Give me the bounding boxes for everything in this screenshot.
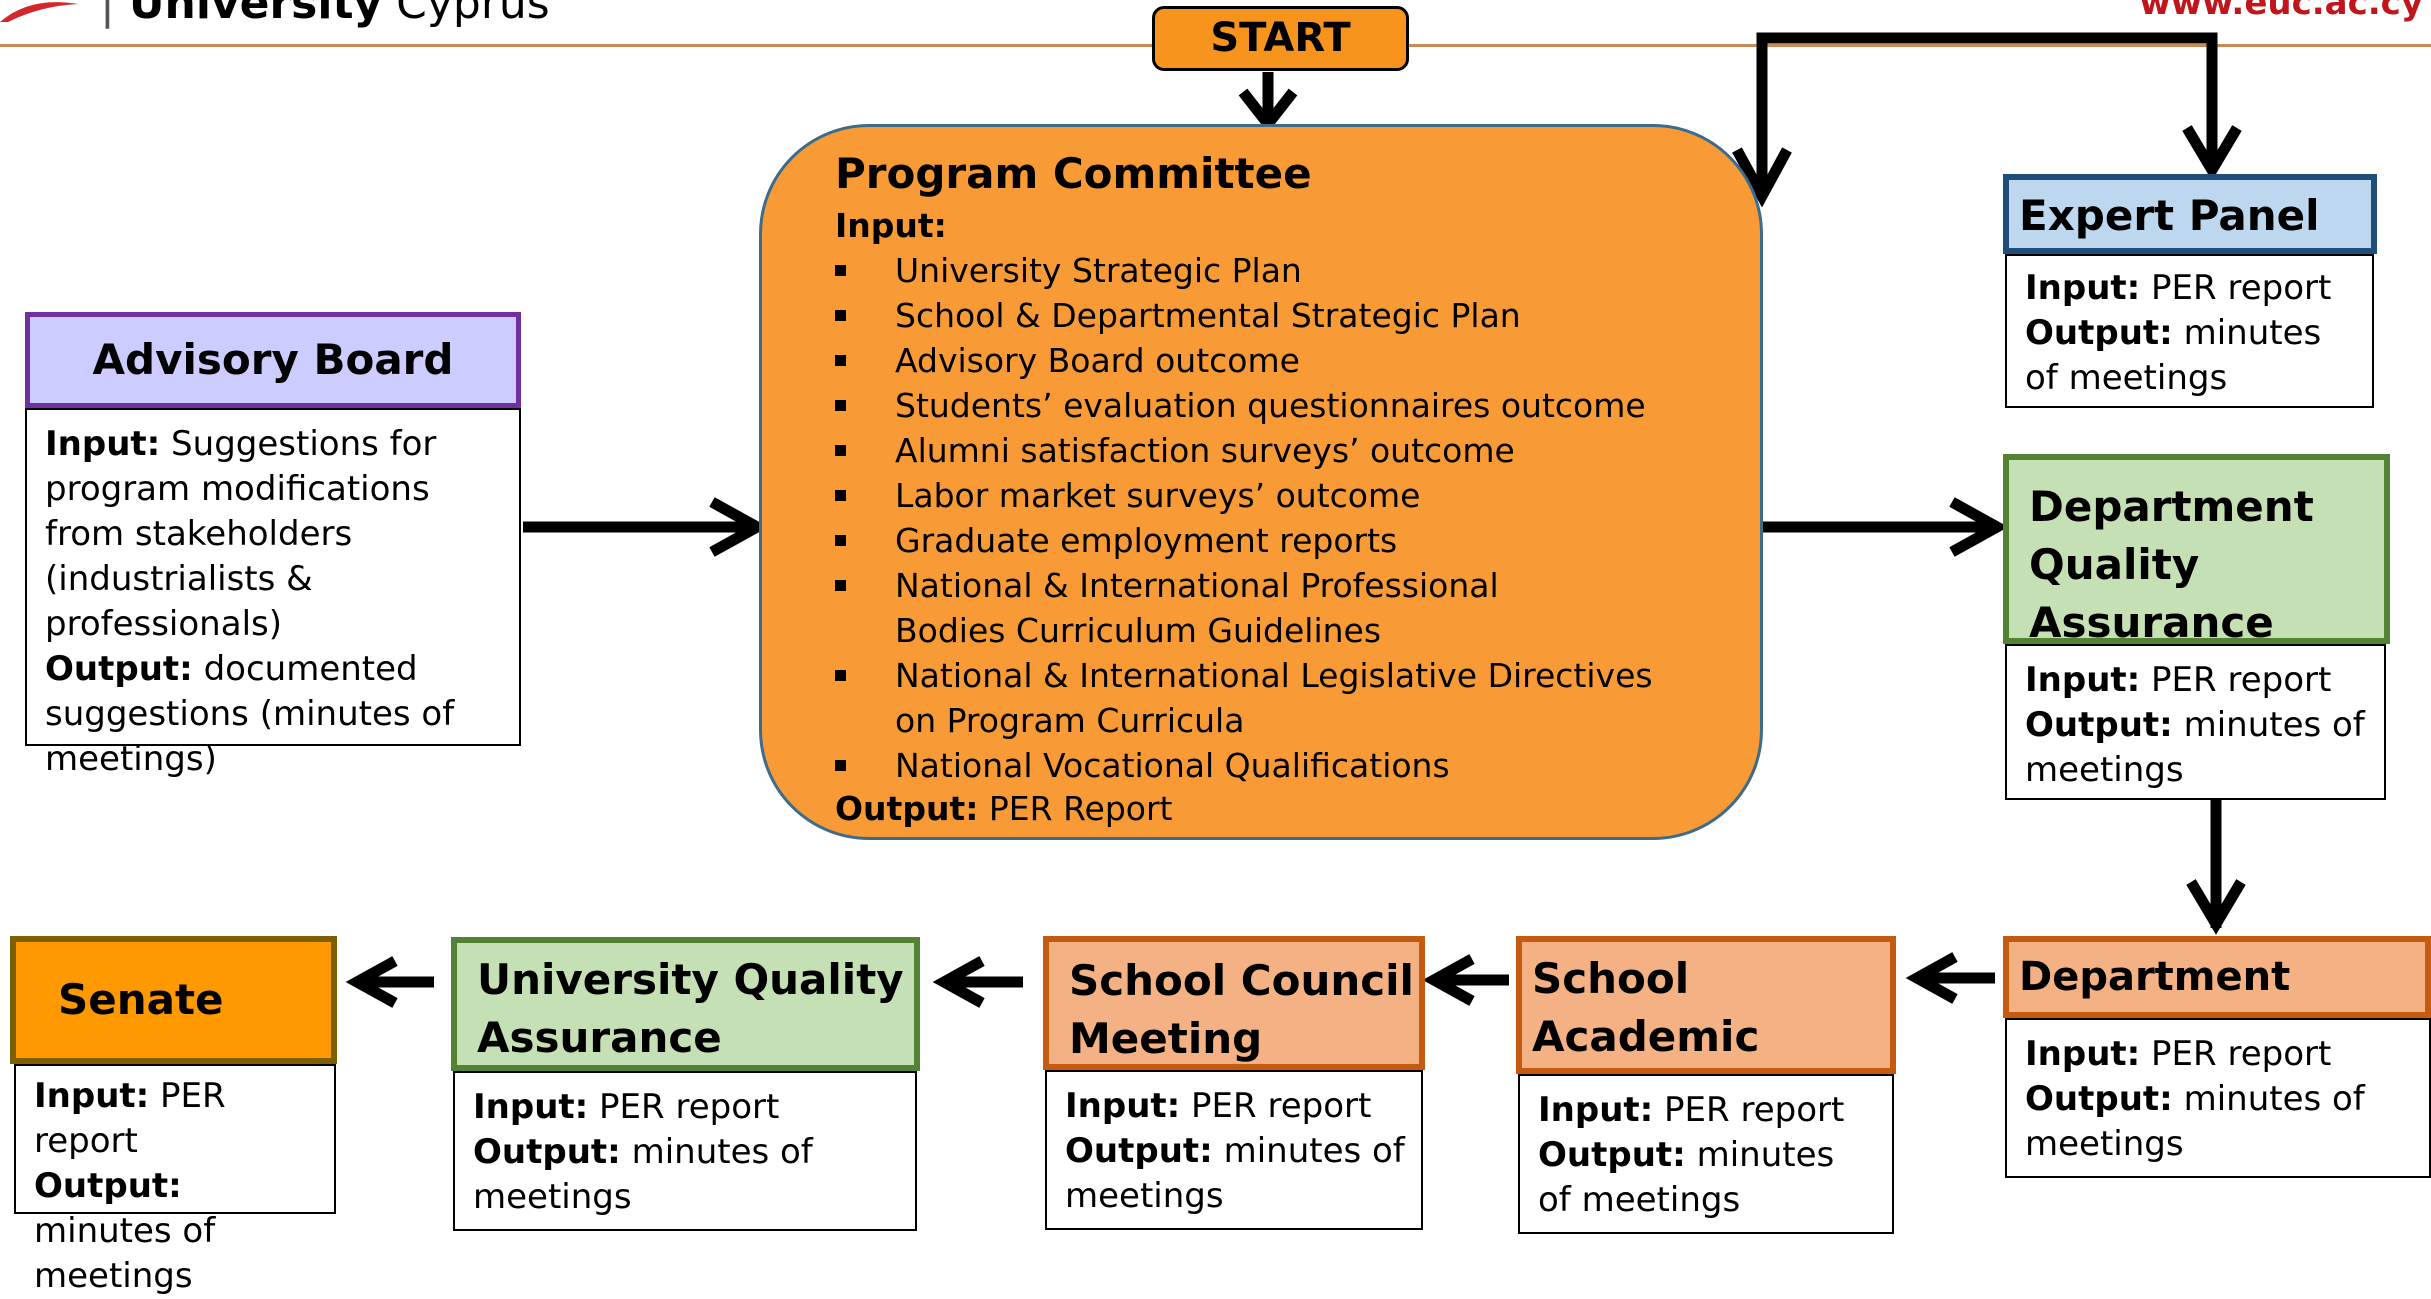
output-label: Output: xyxy=(2025,1079,2173,1119)
arrow-program-to-dqac-head xyxy=(1949,497,2009,557)
input-value: Suggestions for program modifications fr… xyxy=(45,424,437,644)
arrow-expert-loop-head-left xyxy=(1732,147,1792,208)
output-value: documented suggestions (minutes of meeti… xyxy=(45,649,455,779)
list-item: National Vocational Qualifications xyxy=(835,743,1655,788)
list-item: National & International Professional Bo… xyxy=(835,563,1615,653)
output-label: Output: xyxy=(2025,705,2173,745)
program-committee-title: Program Committee xyxy=(835,149,1312,198)
university-name: | University Cyprus xyxy=(100,0,550,26)
school-academic-committee-title: School Academic Committee xyxy=(1516,936,1896,1119)
output-label: Output: xyxy=(473,1132,621,1172)
arrow-dc-to-sac-head xyxy=(1905,952,1958,1004)
output-label: Output: xyxy=(45,649,193,689)
list-item: Graduate employment reports xyxy=(835,518,1655,563)
input-label: Input: xyxy=(34,1076,150,1116)
school-council-meeting-details: Input: PER report Output: minutes of mee… xyxy=(1045,1070,1423,1230)
university-qa-committee-details: Input: PER report Output: minutes of mee… xyxy=(453,1071,917,1231)
output-label: Output: xyxy=(34,1166,182,1206)
website-link[interactable]: www.euc.ac.cy xyxy=(2139,0,2423,23)
input-value: PER report xyxy=(588,1087,780,1127)
output-value: minutes of meetings xyxy=(1538,1135,1835,1220)
output-value: minutes of meetings xyxy=(2025,1079,2365,1164)
output-label: Output: xyxy=(1065,1131,1213,1171)
input-value: PER report xyxy=(2140,1034,2332,1074)
input-label: Input: xyxy=(2025,660,2141,700)
output-label: Output: xyxy=(1538,1135,1686,1175)
arrow-sac-to-scm-head xyxy=(1422,954,1475,1006)
expert-panel-details: Input: PER report Output: minutes of mee… xyxy=(2005,254,2374,408)
input-label: Input: xyxy=(473,1087,589,1127)
output-value: minutes of meetings xyxy=(2025,705,2365,790)
arrow-expert-loop-head-right xyxy=(2182,125,2242,181)
input-label: Input: xyxy=(2025,1034,2141,1074)
input-value: PER report xyxy=(1653,1090,1845,1130)
input-value: PER report xyxy=(2140,268,2332,308)
school-council-meeting-title: School Council Meeting xyxy=(1043,936,1425,1070)
dept-qa-committee-details: Input: PER report Output: minutes of mee… xyxy=(2005,644,2386,800)
list-item: Advisory Board outcome xyxy=(835,338,1655,383)
output-value: minutes of meetings xyxy=(1065,1131,1405,1216)
arrow-advisory-to-program-head xyxy=(709,497,769,557)
output-value: minutes of meetings xyxy=(34,1211,216,1296)
input-label: Input: xyxy=(45,424,161,464)
expert-panel-title: Expert Panel xyxy=(2003,174,2377,254)
list-item: National & International Legislative Dir… xyxy=(835,653,1655,743)
input-value: PER report xyxy=(2140,660,2332,700)
list-item: Labor market surveys’ outcome xyxy=(835,473,1655,518)
department-council-title: Department Council xyxy=(2003,936,2431,1070)
program-committee-node: Program Committee Input: University Stra… xyxy=(759,124,1763,840)
department-council-details: Input: PER report Output: minutes of mee… xyxy=(2005,1018,2431,1178)
senate-details: Input: PER report Output: minutes of mee… xyxy=(14,1064,336,1296)
advisory-board-title: Advisory Board xyxy=(25,312,521,408)
list-item: University Strategic Plan xyxy=(835,248,1655,293)
input-value: PER report xyxy=(1180,1086,1372,1126)
arrow-uqac-to-senate-head xyxy=(345,956,398,1008)
output-label: Output: xyxy=(835,788,979,828)
input-label: Input: xyxy=(1538,1090,1654,1130)
logo-swoosh-icon xyxy=(0,2,78,22)
program-committee-input-label: Input: xyxy=(835,206,947,246)
list-item: School & Departmental Strategic Plan xyxy=(835,293,1655,338)
university-name-bold: University xyxy=(128,0,383,29)
university-qa-committee-title: University Quality Assurance Committee xyxy=(451,937,920,1120)
input-value: PER report xyxy=(34,1076,226,1161)
dept-qa-committee-title: Department Quality Assurance Committee xyxy=(2003,454,2390,705)
list-item: Alumni satisfaction surveys’ outcome xyxy=(835,428,1655,473)
output-value: minutes of meetings xyxy=(2025,313,2322,398)
output-label: Output: xyxy=(2025,313,2173,353)
output-value: minutes of meetings xyxy=(473,1132,813,1217)
senate-title: Senate xyxy=(10,936,337,1064)
arrow-dqac-to-dc-head xyxy=(2186,879,2246,935)
input-label: Input: xyxy=(1065,1086,1181,1126)
school-academic-committee-details: Input: PER report Output: minutes of mee… xyxy=(1518,1074,1894,1234)
input-label: Input: xyxy=(2025,268,2141,308)
program-committee-inputs: University Strategic Plan School & Depar… xyxy=(835,248,1760,788)
program-committee-output: Output: PER Report xyxy=(835,788,1760,830)
start-node: START xyxy=(1152,6,1409,71)
arrow-expert-loop xyxy=(1756,32,2218,193)
list-item: Students’ evaluation questionnaires outc… xyxy=(835,383,1655,428)
arrow-scm-to-uqac-head xyxy=(932,956,985,1008)
advisory-board-details: Input: Suggestions for program modificat… xyxy=(25,408,521,779)
university-name-rest: Cyprus xyxy=(382,0,550,29)
output-value: PER Report xyxy=(978,788,1173,828)
